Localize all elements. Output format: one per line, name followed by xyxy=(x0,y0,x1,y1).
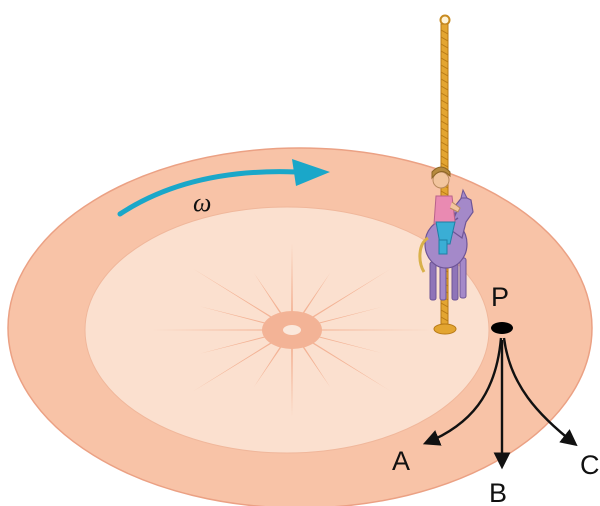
point-p xyxy=(491,322,513,334)
path-label-b: B xyxy=(489,478,507,506)
omega-label: ω xyxy=(193,188,211,217)
path-label-a: A xyxy=(392,446,410,476)
point-p-label: P xyxy=(491,282,509,312)
path-label-c: C xyxy=(580,450,600,480)
center-hole xyxy=(283,325,301,335)
